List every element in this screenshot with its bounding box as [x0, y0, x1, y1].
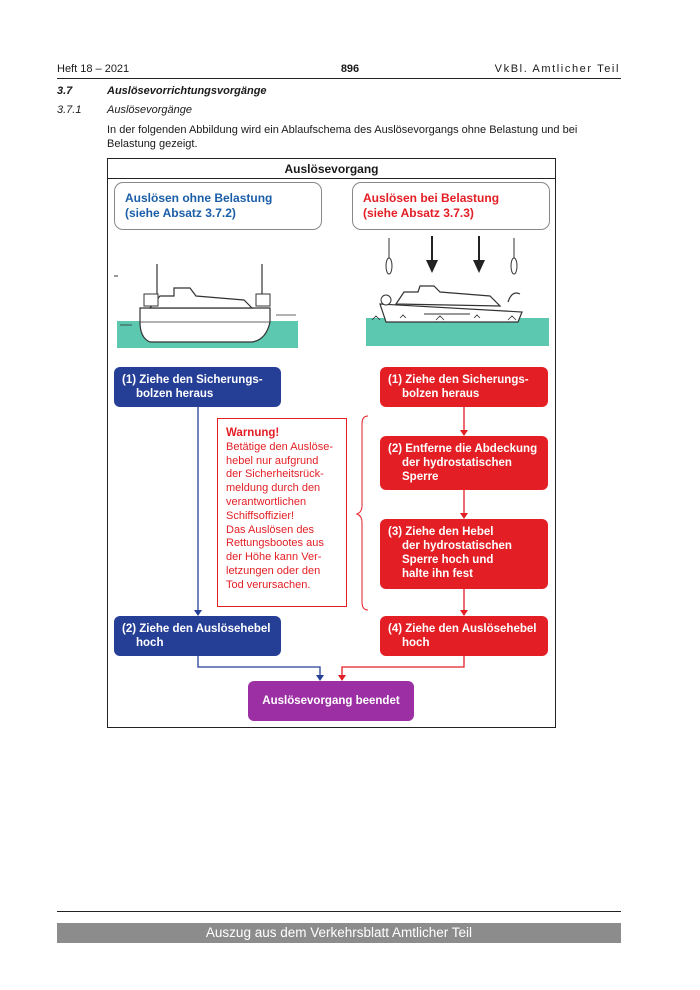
step-right-1-pull-safety-pin: (1) Ziehe den Sicherungs- bolzen heraus — [380, 367, 548, 407]
footer-divider — [57, 911, 621, 912]
step-right-3-line4: halte ihn fest — [402, 568, 473, 580]
connector-merge-right — [341, 656, 465, 677]
final-step-release-complete: Auslösevorgang beendet — [248, 681, 414, 721]
subsection-title: Auslösevorgänge — [107, 104, 193, 116]
warning-line: der Höhe kann Ver- — [226, 551, 322, 564]
section-title: Auslösevorrichtungsvorgänge — [107, 85, 267, 97]
section-number: 3.7 — [57, 85, 73, 97]
step-right-3-line2: der hydrostatischen — [402, 540, 512, 552]
step-right-2-line3: Sperre — [402, 471, 439, 483]
arrowhead-merge-left — [316, 675, 324, 681]
step-left-1-line2: bolzen heraus — [136, 388, 214, 400]
step-left-1-line1: (1) Ziehe den Sicherungs- — [122, 374, 263, 386]
arrowhead-right-1 — [460, 430, 468, 436]
warning-line: letzungen oder den — [226, 564, 321, 577]
connector-merge-left — [197, 656, 321, 677]
heading-release-unloaded-line1: Auslösen ohne Belastung — [125, 191, 273, 205]
subsection-number: 3.7.1 — [57, 104, 82, 116]
header-publication: VkBl. Amtlicher Teil — [494, 63, 620, 75]
warning-line: meldung durch den — [226, 482, 321, 495]
boat-loaded-illustration — [366, 236, 549, 346]
step-right-3-line1: (3) Ziehe den Hebel — [388, 526, 494, 538]
warning-line: der Sicherheitsrück- — [226, 468, 324, 481]
step-left-2-pull-release-lever: (2) Ziehe den Auslösehebel hoch — [114, 616, 281, 656]
heading-release-loaded: Auslösen bei Belastung (siehe Absatz 3.7… — [352, 182, 550, 230]
warning-title: Warnung! — [226, 427, 280, 439]
step-right-4-pull-release-lever: (4) Ziehe den Auslösehebel hoch — [380, 616, 548, 656]
step-right-3-pull-hydrostatic-lever: (3) Ziehe den Hebel der hydrostatischen … — [380, 519, 548, 589]
arrowhead-right-3 — [460, 610, 468, 616]
step-right-1-line2: bolzen heraus — [402, 388, 480, 400]
figure-title: Auslösevorgang — [284, 162, 379, 176]
arrowhead-right-2 — [460, 513, 468, 519]
step-left-1-pull-safety-pin: (1) Ziehe den Sicherungs- bolzen heraus — [114, 367, 281, 407]
flowchart-frame — [107, 158, 556, 728]
warning-line: Rettungsbootes aus — [226, 537, 324, 550]
intro-paragraph: In der folgenden Abbildung wird ein Abla… — [107, 124, 578, 150]
page-number: 896 — [340, 63, 360, 75]
warning-line: verantwortlichen — [226, 495, 307, 508]
step-right-1-line1: (1) Ziehe den Sicherungs- — [388, 374, 529, 386]
header-issue: Heft 18 – 2021 — [57, 63, 130, 75]
warning-box: Warnung! Betätige den Auslöse- hebel nur… — [217, 418, 347, 607]
step-left-2-line2: hoch — [136, 637, 164, 649]
footer-banner: Auszug aus dem Verkehrsblatt Amtlicher T… — [57, 923, 621, 943]
step-right-2-line1: (2) Entferne die Abdeckung — [388, 443, 538, 455]
warning-line: Betätige den Auslöse- — [226, 440, 334, 453]
heading-release-loaded-line2: (siehe Absatz 3.7.3) — [363, 206, 474, 220]
step-right-4-line1: (4) Ziehe den Auslösehebel — [388, 623, 537, 635]
figure-title-divider — [107, 178, 556, 179]
step-right-2-line2: der hydrostatischen — [402, 457, 512, 469]
step-right-2-remove-cover: (2) Entferne die Abdeckung der hydrostat… — [380, 436, 548, 490]
heading-release-loaded-line1: Auslösen bei Belastung — [363, 191, 500, 205]
step-right-4-line2: hoch — [402, 637, 430, 649]
arrowhead-left — [194, 610, 202, 616]
warning-line: Tod verursachen. — [226, 578, 311, 591]
boat-afloat-illustration — [114, 264, 298, 348]
warning-line: hebel nur aufgrund — [226, 454, 319, 467]
step-left-2-line1: (2) Ziehe den Auslösehebel — [122, 623, 271, 635]
step-right-3-line3: Sperre hoch und — [402, 554, 494, 566]
warning-line: Schiffsoffizier! — [226, 509, 295, 522]
warning-line: Das Auslösen des — [226, 523, 315, 536]
header-divider — [57, 78, 621, 79]
arrowhead-merge-right — [338, 675, 346, 681]
warning-brace — [355, 415, 369, 611]
heading-release-unloaded-line2: (siehe Absatz 3.7.2) — [125, 206, 236, 220]
heading-release-unloaded: Auslösen ohne Belastung (siehe Absatz 3.… — [114, 182, 322, 230]
